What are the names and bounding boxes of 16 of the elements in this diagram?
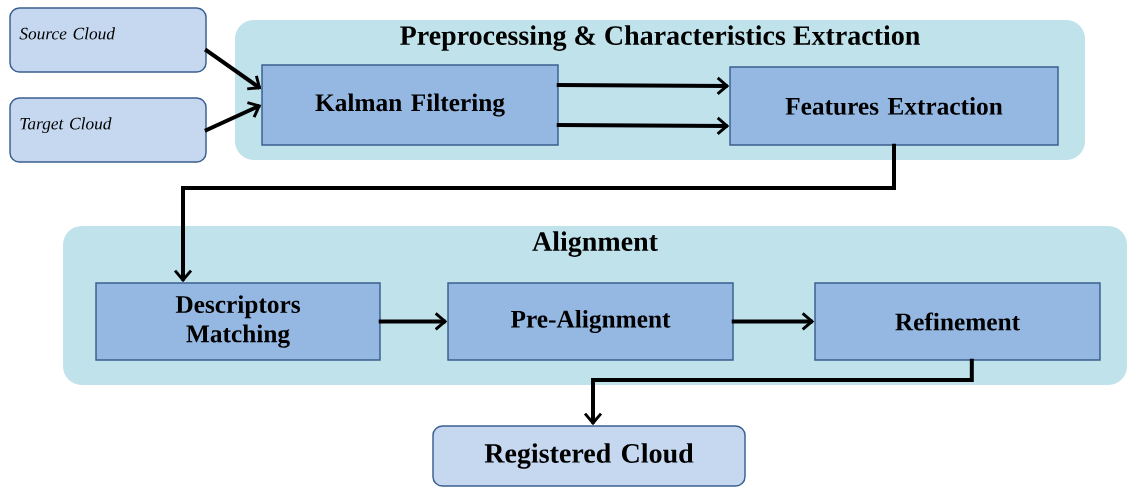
process-box: Pre-Alignment	[447, 282, 734, 361]
name-box: Target Cloud	[9, 97, 207, 163]
arrow	[173, 143, 896, 283]
arrow	[204, 48, 262, 91]
output-box: Registered Cloud	[432, 425, 746, 487]
arrow	[556, 76, 730, 96]
arrow	[731, 312, 815, 331]
name-box: Source Cloud	[9, 7, 207, 73]
process-box: Descriptors Matching	[95, 282, 381, 361]
process-box: Features Extraction	[729, 66, 1059, 146]
arrow	[204, 101, 262, 132]
process-box: Refinement	[814, 282, 1101, 361]
arrow	[583, 358, 974, 426]
arrow	[378, 312, 448, 331]
process-box: Kalman Filtering	[261, 64, 559, 146]
arrow	[556, 116, 730, 136]
